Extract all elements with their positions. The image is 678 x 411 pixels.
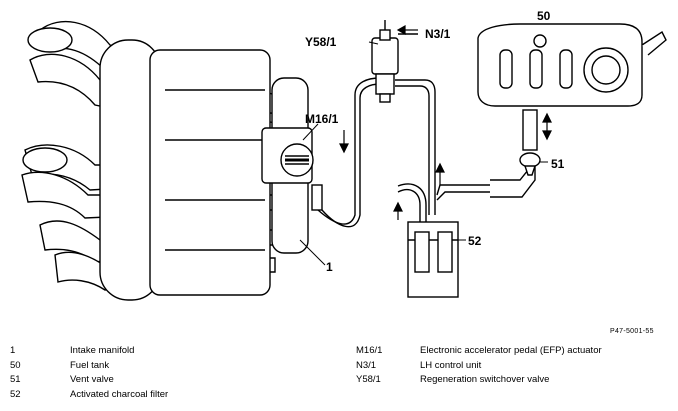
flow-arrows [339, 24, 552, 220]
vent-valve [519, 109, 541, 176]
regeneration-switchover-valve [371, 20, 418, 103]
legend-text: Activated charcoal filter [70, 388, 169, 400]
legend-item: M16/1 Electronic accelerator pedal (EFP) … [356, 344, 602, 359]
legend-item: Y58/1 Regeneration switchover valve [356, 373, 602, 388]
legend-text: LH control unit [420, 359, 482, 371]
legend-text: Fuel tank [70, 359, 110, 371]
legend-item: 52 Activated charcoal filter [10, 388, 168, 403]
fuel-tank [477, 23, 667, 107]
legend-left: 1 Intake manifold 50 Fuel tank 51 Vent valv… [10, 344, 168, 402]
intake-manifold [21, 20, 291, 301]
legend-item: 1 Intake manifold [10, 344, 168, 359]
legend-code: 50 [10, 359, 21, 371]
legend-text: Regeneration switchover valve [420, 374, 550, 385]
charcoal-filter [407, 221, 459, 298]
legend-right: M16/1 Electronic accelerator pedal (EFP) … [356, 344, 602, 388]
evap-system-diagram [21, 20, 667, 301]
legend-text: Electronic accelerator pedal (EFP) actua… [420, 345, 602, 356]
legend-code: 51 [10, 374, 21, 385]
callout-52: 52 [468, 234, 482, 248]
legend-item: 50 Fuel tank [10, 359, 168, 374]
callout-1: 1 [326, 260, 333, 274]
callout-51: 51 [551, 157, 565, 171]
legend-item: 51 Vent valve [10, 373, 168, 388]
callout-n3-1: N3/1 [425, 27, 451, 41]
callout-y58-1: Y58/1 [305, 35, 337, 49]
throttle-actuator [261, 77, 323, 254]
legend-code: 52 [10, 388, 21, 400]
legend-code: Y58/1 [356, 374, 381, 385]
legend-item: N3/1 LH control unit [356, 359, 602, 374]
legend-text: Vent valve [70, 374, 114, 385]
legend-code: 1 [10, 345, 16, 356]
callout-lines [299, 41, 548, 266]
legend-code: M16/1 [356, 345, 383, 356]
vacuum-hoses [317, 77, 536, 228]
figure-reference: P47-5001-55 [610, 328, 654, 335]
callout-m16-1: M16/1 [305, 112, 339, 126]
legend-text: Intake manifold [70, 345, 135, 356]
legend-code: N3/1 [356, 359, 377, 371]
callout-50: 50 [537, 9, 551, 23]
